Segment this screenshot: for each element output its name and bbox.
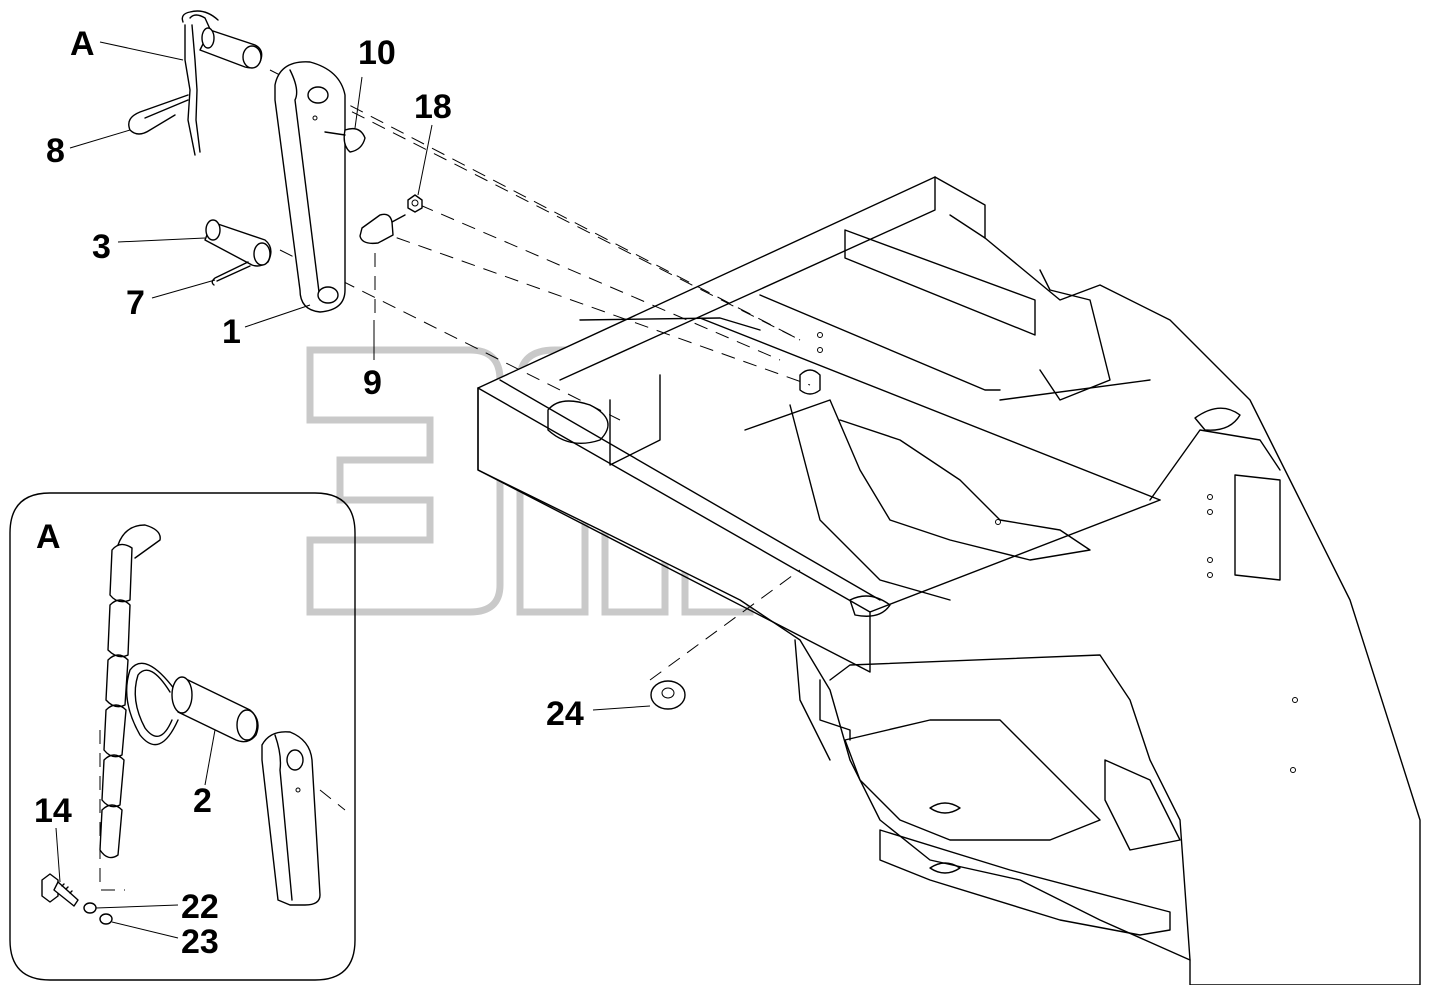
- callout-1: 1: [222, 313, 241, 351]
- callout-22: 22: [181, 888, 219, 926]
- rubber-stop-part-9: [359, 213, 406, 245]
- hairpin-part-8: [128, 94, 189, 135]
- frame-assembly: [477, 176, 1421, 985]
- pin-with-ring: [181, 10, 263, 156]
- callout-10: 10: [358, 34, 396, 72]
- washer-part-24: [650, 680, 686, 710]
- leader-lines: [55, 41, 651, 939]
- link-bar-part-1: [274, 61, 346, 313]
- callout-3: 3: [92, 228, 111, 266]
- callout-23: 23: [181, 923, 219, 961]
- callout-24: 24: [546, 695, 584, 733]
- callout-a: A: [70, 25, 95, 63]
- pin-part-3: [204, 219, 272, 286]
- callout-7: 7: [126, 284, 145, 322]
- buffer-part-10: [324, 127, 366, 153]
- callout-8: 8: [46, 132, 65, 170]
- callout-14: 14: [34, 792, 72, 830]
- nut-part-18: [407, 194, 423, 213]
- callout-18: 18: [414, 88, 452, 126]
- callout-2: 2: [193, 782, 212, 820]
- callout-labels: A 10 18 8 3 7 1 9 24 A 2 14 22 23: [34, 25, 584, 961]
- callout-9: 9: [363, 364, 382, 402]
- detail-a-title: A: [36, 518, 61, 556]
- assembly-lines: [269, 69, 811, 681]
- detail-view-a: [9, 492, 356, 981]
